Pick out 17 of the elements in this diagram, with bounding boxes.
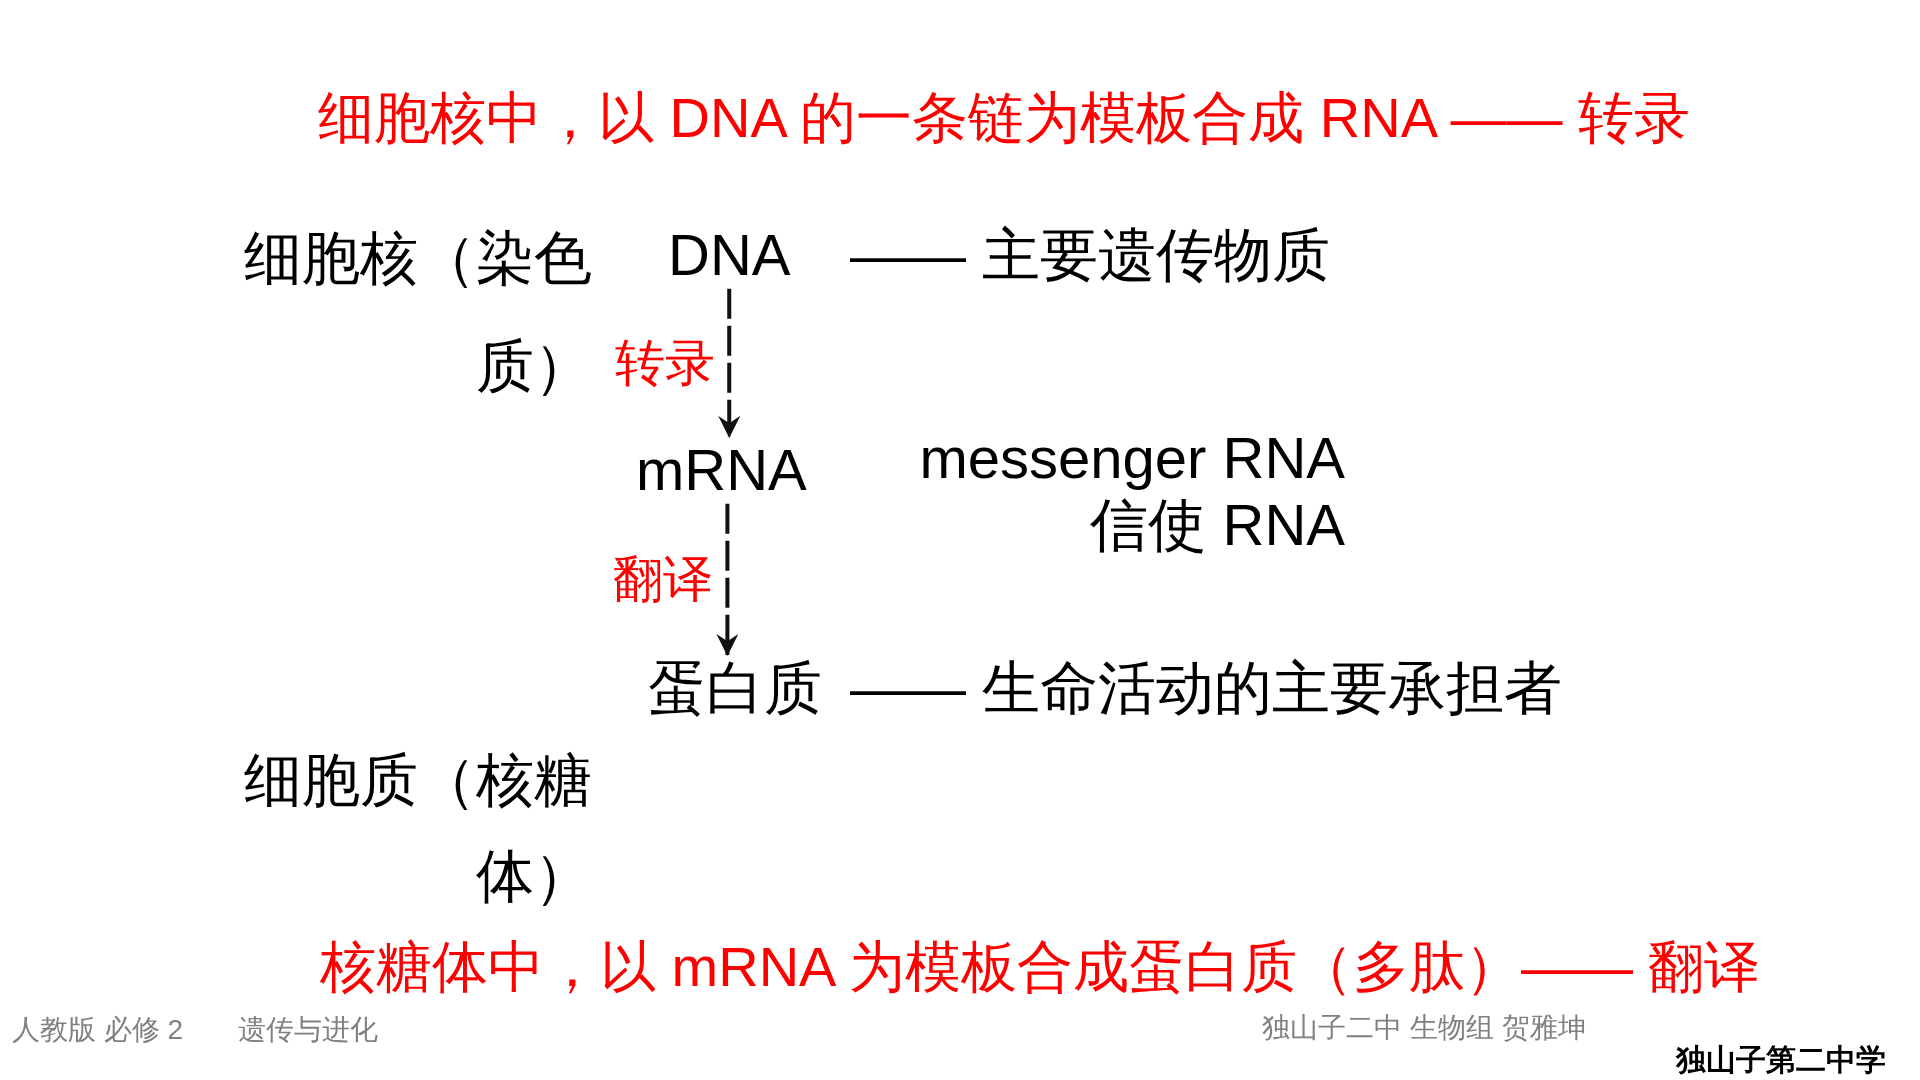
annotation-text: —— 生命活动的主要承担者 (850, 655, 1563, 722)
footer-text: 遗传与进化 (238, 1013, 378, 1047)
note-text: 细胞核中，以 DNA 的一条链为模板合成 RNA —— 转录 (318, 86, 1691, 151)
annotation-text: —— 主要遗传物质 (850, 222, 1331, 289)
term-text: 蛋白质 (648, 655, 822, 722)
arrow (718, 288, 741, 438)
term-text: DNA (668, 222, 791, 289)
footer-text: 独山子二中 生物组 贺雅坤 (1262, 1011, 1586, 1045)
location-text: 细胞质（核糖体） (243, 746, 592, 910)
school-name: 独山子第二中学 (1676, 1043, 1886, 1078)
note-text: 核糖体中，以 mRNA 为模板合成蛋白质（多肽）—— 翻译 (320, 935, 1761, 1000)
annotation-text: 信使 RNA (1089, 491, 1345, 559)
location-text: 细胞核（染色质） (243, 224, 592, 400)
annotation-text: messenger RNA (919, 425, 1345, 492)
footer-text: 人教版 必修 2 (12, 1013, 184, 1047)
term-text: mRNA (636, 437, 807, 504)
arrow (716, 503, 739, 656)
